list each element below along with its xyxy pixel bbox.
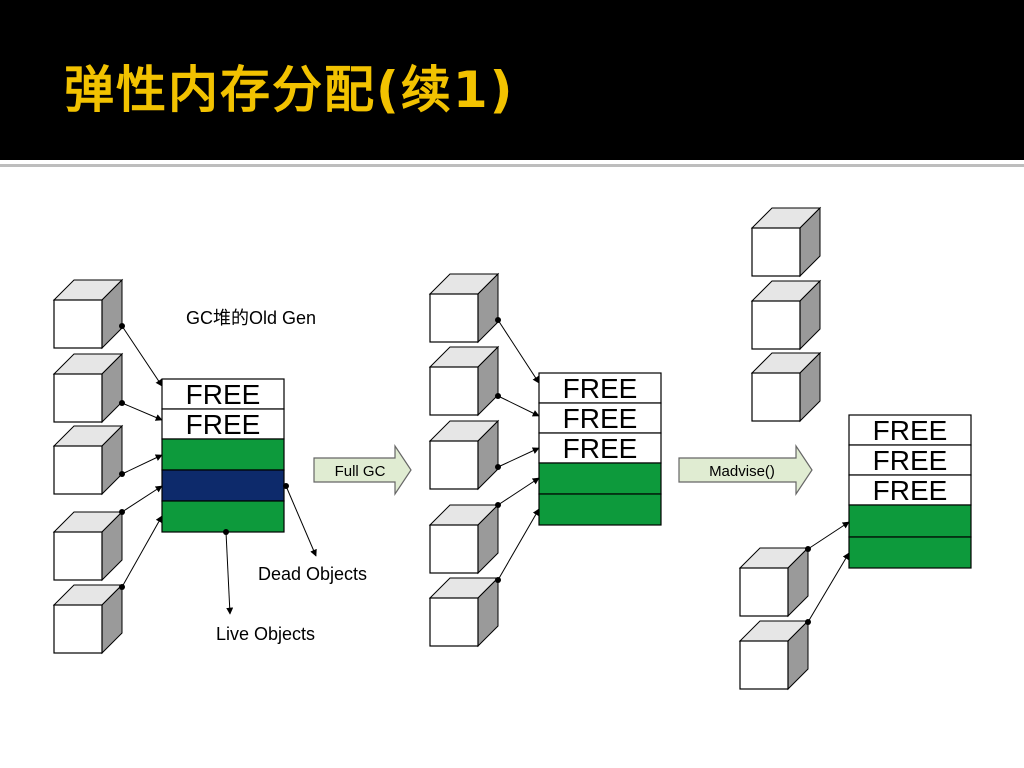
free-block (848, 414, 972, 446)
slide-header: 弹性内存分配(续1) (0, 0, 1024, 160)
object-cube (429, 346, 499, 416)
object-cube (751, 280, 821, 350)
free-label: FREE (186, 379, 261, 410)
free-label: FREE (563, 433, 638, 464)
slide-title: 弹性内存分配(续1) (64, 61, 515, 119)
free-block (538, 402, 662, 434)
free-label: FREE (563, 403, 638, 434)
heap-label: GC堆的Old Gen (186, 308, 316, 328)
object-cube (53, 353, 123, 423)
object-cube (751, 352, 821, 422)
object-cube (429, 577, 499, 647)
free-block (161, 408, 285, 440)
free-block (538, 372, 662, 404)
free-label: FREE (873, 415, 948, 446)
stage-2: FREE FREE FREE (429, 273, 662, 647)
free-label: FREE (563, 373, 638, 404)
live-block (848, 504, 972, 538)
free-label: FREE (873, 445, 948, 476)
free-label: FREE (186, 409, 261, 440)
free-block (848, 444, 972, 476)
live-objects-label: Live Objects (216, 624, 315, 644)
live-block (538, 493, 662, 526)
madvise-label: Madvise() (709, 463, 775, 480)
object-cube (751, 207, 821, 277)
object-cube (53, 279, 123, 349)
free-block (161, 378, 285, 410)
live-block (161, 438, 285, 471)
stage-1: GC堆的Old Gen FREE FREE Dead Objects Live (53, 279, 367, 654)
header-divider (0, 164, 1024, 167)
object-cube (53, 511, 123, 581)
live-block (848, 536, 972, 569)
full-gc-arrow: Full GC (313, 444, 412, 496)
object-cube (429, 504, 499, 574)
live-block (161, 500, 285, 533)
object-cube (53, 584, 123, 654)
free-label: FREE (873, 475, 948, 506)
dead-block (161, 469, 285, 502)
object-cube (739, 547, 809, 617)
madvise-arrow: Madvise() (678, 444, 813, 496)
object-cube (53, 425, 123, 495)
live-block (538, 462, 662, 495)
object-cube (739, 620, 809, 690)
object-cube (429, 420, 499, 490)
full-gc-label: Full GC (335, 463, 386, 480)
stage-3: FREE FREE FREE (739, 207, 972, 690)
dead-objects-label: Dead Objects (258, 564, 367, 584)
object-cube (429, 273, 499, 343)
free-block (538, 432, 662, 464)
